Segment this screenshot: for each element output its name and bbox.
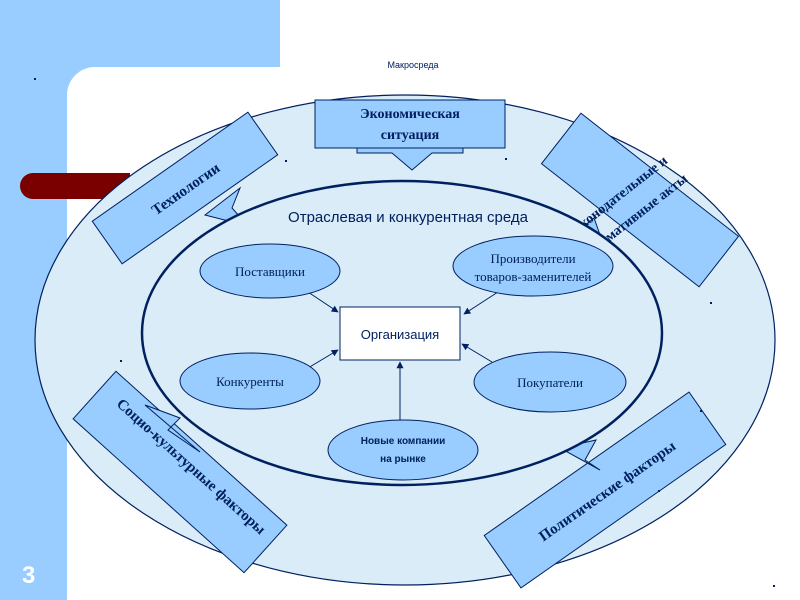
substitutes-node: Производители товаров-заменителей bbox=[452, 235, 614, 297]
buyers-arrow bbox=[461, 343, 493, 363]
organization-box: Организация bbox=[339, 306, 461, 361]
legislative-acts-shape bbox=[540, 112, 740, 288]
economic-situation-label-2: ситуация bbox=[381, 128, 440, 143]
organization-label: Организация bbox=[361, 327, 439, 342]
new-entrants-label-2: на рынке bbox=[380, 454, 426, 465]
substitutes-label-1: Производители bbox=[490, 251, 575, 266]
political-shape bbox=[483, 391, 727, 589]
suppliers-arrow bbox=[307, 291, 339, 313]
competitors-arrow bbox=[307, 349, 339, 369]
suppliers-label: Поставщики bbox=[235, 264, 305, 279]
suppliers-node: Поставщики bbox=[199, 243, 341, 299]
economic-situation-label-1: Экономическая bbox=[360, 107, 460, 122]
sociocultural-shape bbox=[72, 370, 288, 574]
slide-number: 3 bbox=[22, 562, 36, 589]
competitors-node: Конкуренты bbox=[179, 352, 321, 410]
sociocultural-arrow bbox=[144, 404, 201, 453]
industry-environment-title: Отраслевая и конкурентная среда bbox=[288, 209, 529, 226]
economic-situation-shape: Экономическая ситуация bbox=[314, 99, 506, 171]
buyers-label: Покупатели bbox=[517, 375, 583, 390]
new-entrants-node: Новые компании на рынке bbox=[327, 419, 479, 481]
substitutes-arrow bbox=[463, 291, 499, 315]
new-entrants-label-1: Новые компании bbox=[361, 436, 446, 447]
substitutes-label-2: товаров-заменителей bbox=[475, 269, 592, 284]
decor-dots bbox=[34, 78, 775, 587]
competitors-label: Конкуренты bbox=[216, 374, 284, 389]
buyers-node: Покупатели bbox=[473, 351, 627, 413]
macro-environment-label: Макросреда bbox=[387, 60, 438, 70]
